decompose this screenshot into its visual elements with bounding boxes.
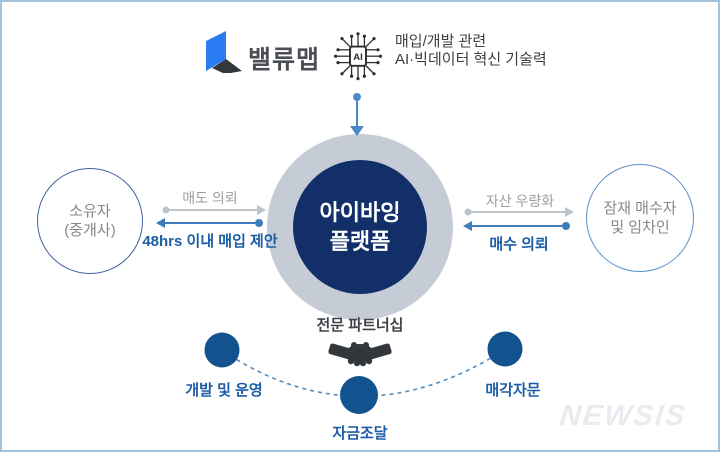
handshake-icon [328, 342, 392, 367]
buy-request-label: 매수 의뢰 [489, 236, 549, 253]
ai-chip-icon: AI [334, 32, 382, 81]
tagline-line2: AI·빅데이터 혁신 기술력 [395, 51, 547, 68]
tagline: 매입/개발 관련 AI·빅데이터 혁신 기술력 [395, 33, 595, 69]
buy-request-arrow [463, 221, 570, 231]
owner-circle: 소유자 (중개사) [37, 168, 143, 274]
tagline-line1: 매입/개발 관련 [395, 33, 487, 50]
sell-request-label: 매도 의뢰 [182, 190, 238, 206]
newsis-watermark: NEWSIS [558, 400, 689, 432]
owner-line2: (중개사) [64, 222, 116, 239]
platform-name-line2: 플랫폼 [329, 229, 391, 254]
partner-dot-development [204, 332, 240, 368]
offer-48h-label: 48hrs 이내 매입 제안 [142, 233, 278, 250]
partnership-title: 전문 파트너십 [316, 317, 404, 334]
partner-label-sale-advisory: 매각자문 [485, 382, 541, 399]
valuemap-logo-text: 밸류맵 [248, 46, 321, 74]
partner-dot-funding [340, 376, 378, 414]
offer-48h-arrow [156, 218, 263, 228]
buyer-line1: 잠재 매수자 [603, 200, 677, 217]
buyer-circle: 잠재 매수자 및 임차인 [586, 164, 694, 272]
ai-chip-label: AI [353, 52, 363, 63]
platform-name-line1: 아이바잉 [319, 200, 401, 225]
partner-label-funding: 자금조달 [332, 425, 388, 442]
down-arrow [350, 93, 364, 136]
buyer-line2: 및 임차인 [610, 219, 670, 236]
owner-line1: 소유자 [69, 203, 111, 220]
asset-upgrade-label: 자산 우량화 [485, 193, 555, 209]
valuemap-logo-icon [206, 31, 242, 73]
platform-circle: 아이바잉 플랫폼 [293, 160, 427, 294]
partner-label-development: 개발 및 운영 [185, 382, 263, 399]
partner-dot-sale-advisory [487, 331, 523, 367]
